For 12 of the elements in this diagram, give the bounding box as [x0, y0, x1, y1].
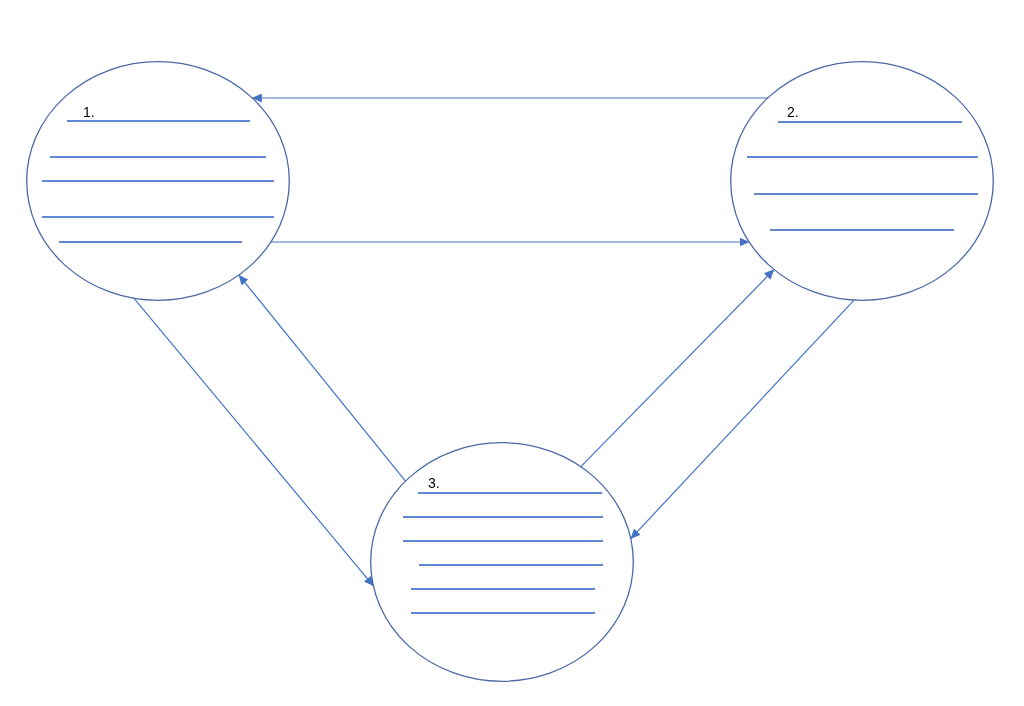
- ellipse-node: [26, 61, 290, 301]
- arrow: [580, 268, 775, 468]
- arrow: [629, 299, 855, 540]
- ellipse-node: [730, 61, 994, 301]
- arrow: [269, 237, 751, 247]
- step-number: 3.: [428, 475, 440, 491]
- step-number: 1.: [83, 104, 95, 120]
- arrow: [133, 297, 375, 587]
- arrow: [251, 93, 769, 103]
- step-number: 2.: [787, 104, 799, 120]
- arrow: [238, 274, 407, 482]
- ellipse-node: [370, 442, 634, 682]
